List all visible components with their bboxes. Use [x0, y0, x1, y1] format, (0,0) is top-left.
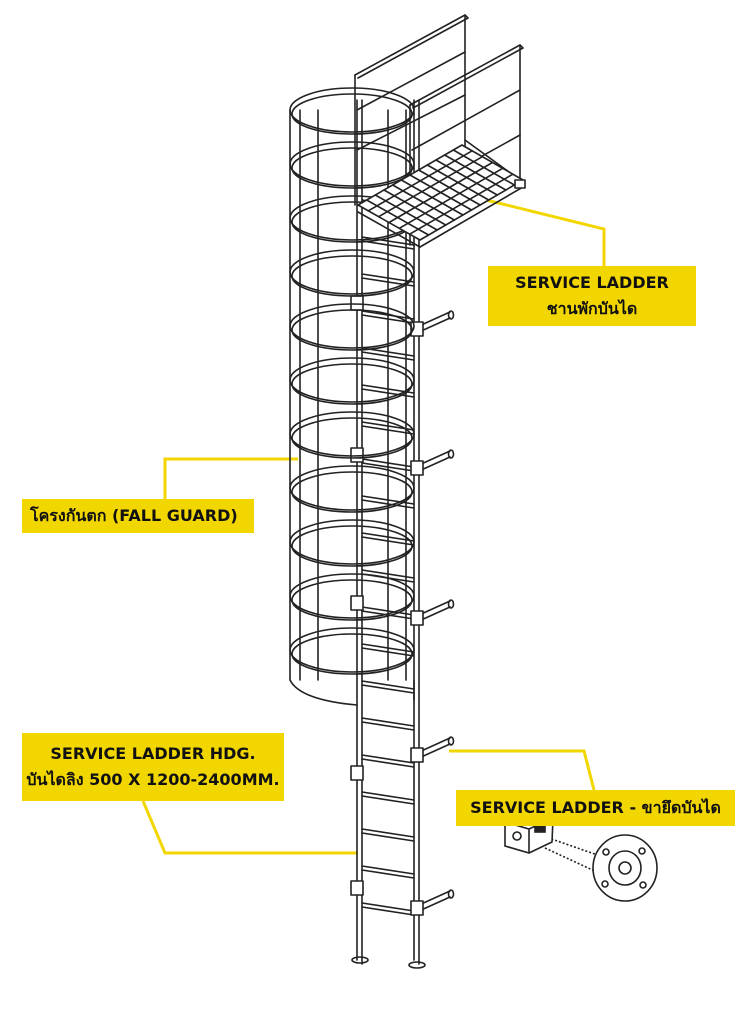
cage-hoop — [291, 255, 413, 297]
wall-bracket-end — [447, 889, 455, 899]
ladder-rung — [361, 906, 415, 916]
callout-ladder-line2: บันไดลิง 500 X 1200-2400MM. — [26, 770, 280, 789]
handrail-mid — [356, 51, 466, 111]
cage-hoop — [291, 579, 413, 621]
leader-platform — [477, 196, 606, 266]
ladder-rung — [361, 791, 415, 801]
wall-bracket-end — [447, 736, 455, 746]
ladder-foot — [408, 961, 426, 969]
ladder-rung — [361, 795, 415, 805]
leader-fall-guard — [163, 457, 298, 499]
ladder-rung — [361, 680, 415, 690]
platform-edge — [419, 186, 524, 248]
cage-hoop — [291, 417, 413, 459]
wall-bracket — [418, 743, 451, 759]
bracket-clamp — [350, 880, 364, 896]
callout-fall-guard: โครงกันตก (FALL GUARD) — [22, 499, 254, 533]
wall-bracket — [418, 890, 451, 906]
bracket-clamp — [410, 900, 424, 916]
leader-lines — [141, 196, 606, 855]
callout-bracket-line1: SERVICE LADDER - ขายึดบันได — [470, 798, 721, 817]
handrail-top — [354, 14, 469, 79]
platform-edge — [357, 211, 421, 248]
bracket-clamp — [410, 460, 424, 476]
cage-end — [289, 679, 358, 706]
cage-hoop — [291, 471, 413, 513]
ladder-foot — [351, 956, 369, 964]
callout-fall-guard-line1: โครงกันตก (FALL GUARD) — [30, 506, 238, 525]
cage-hoop — [291, 363, 413, 405]
ladder-rung — [361, 721, 415, 731]
wall-bracket — [418, 317, 451, 333]
platform-grate — [367, 150, 473, 212]
wall-bracket — [418, 450, 451, 466]
callout-bracket: SERVICE LADDER - ขายึดบันได — [456, 790, 735, 826]
wall-bracket — [418, 896, 451, 912]
cage-hoop — [291, 309, 413, 351]
ladder-rung — [361, 828, 415, 838]
bracket-detail — [504, 811, 658, 902]
bracket-clamp — [350, 765, 364, 781]
platform-grate — [377, 155, 484, 218]
wall-bracket-end — [447, 599, 455, 609]
cage-hoop — [291, 93, 413, 135]
wall-bracket — [418, 737, 451, 753]
ladder-rung — [361, 902, 415, 912]
cage-hoop — [291, 147, 413, 189]
bracket-clamp — [350, 595, 364, 611]
ladder-rung — [361, 832, 415, 842]
callout-ladder-line1: SERVICE LADDER HDG. — [50, 744, 256, 763]
platform-grate — [398, 167, 504, 230]
callout-platform-line1: SERVICE LADDER — [515, 273, 669, 292]
bracket-clamp — [410, 747, 424, 763]
callout-platform: SERVICE LADDER ชานพักบันได — [488, 266, 696, 326]
ladder-rung — [361, 758, 415, 768]
ladder-rung — [361, 869, 415, 879]
platform-grate — [408, 173, 514, 235]
cage-hoop — [291, 633, 413, 675]
callout-ladder: SERVICE LADDER HDG. บันไดลิง 500 X 1200-… — [22, 733, 284, 801]
handrail-top — [409, 44, 524, 109]
platform-grate — [388, 161, 494, 224]
wall-bracket — [418, 600, 451, 616]
ladder-rung — [361, 865, 415, 875]
wall-bracket — [418, 311, 451, 327]
handrail-mid — [411, 89, 521, 151]
cage-hoop — [291, 525, 413, 567]
handrail-mid — [356, 94, 466, 151]
ladder-rung — [361, 684, 415, 694]
wall-bracket-end — [447, 310, 455, 320]
wall-bracket — [418, 456, 451, 472]
wall-bracket — [418, 606, 451, 622]
ladder-rung — [361, 717, 415, 727]
leader-bracket — [449, 749, 596, 791]
bracket-clamp — [410, 610, 424, 626]
leader-ladder — [141, 800, 358, 855]
wall-bracket-end — [447, 449, 455, 459]
ladder-rung — [361, 754, 415, 764]
ladder-linework — [289, 14, 526, 969]
platform-foot — [514, 179, 526, 189]
bracket-clamp — [350, 295, 364, 311]
callout-platform-line2: ชานพักบันได — [546, 299, 638, 318]
